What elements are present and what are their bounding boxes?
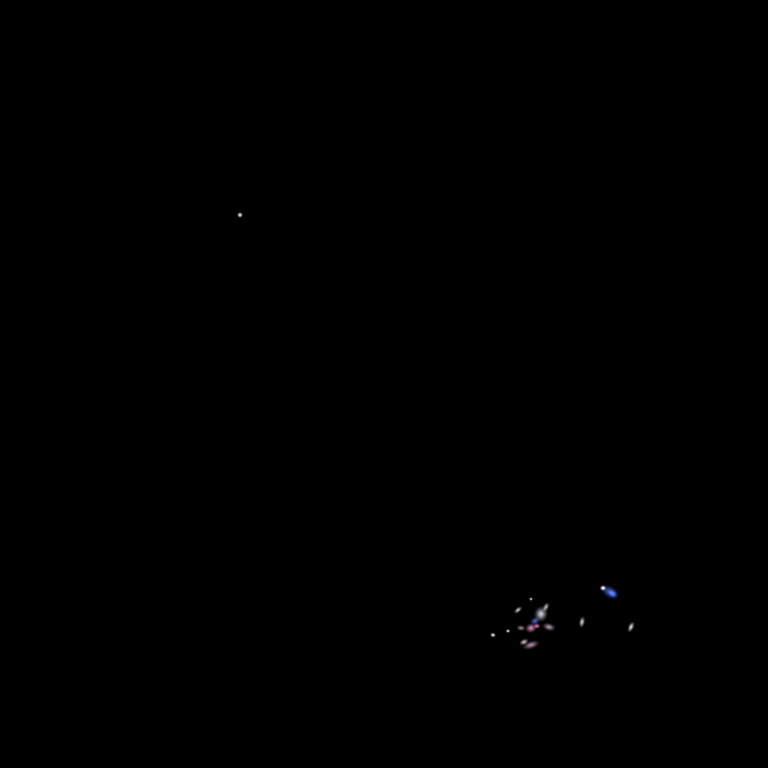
dark-field-canvas — [0, 0, 768, 768]
image-viewport: Dark Field Composite Near-black frame wi… — [0, 0, 768, 768]
